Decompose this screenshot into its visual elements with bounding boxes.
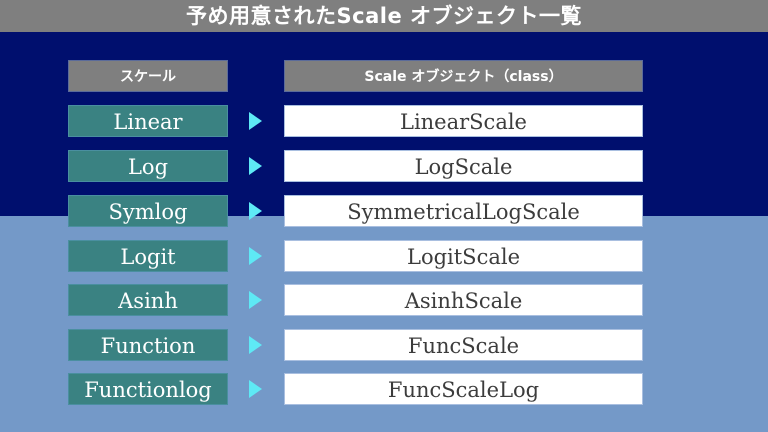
table-row: Log LogScale <box>0 150 768 182</box>
table-row: Asinh AsinhScale <box>0 284 768 316</box>
arrow-right-icon <box>249 112 262 130</box>
class-name: SymmetricalLogScale <box>284 195 643 227</box>
scale-name: Linear <box>68 105 228 137</box>
class-name: FuncScale <box>284 329 643 361</box>
class-name: LogScale <box>284 150 643 182</box>
class-name: LinearScale <box>284 105 643 137</box>
arrow-right-icon <box>249 380 262 398</box>
arrow-right-icon <box>249 336 262 354</box>
scale-name: Function <box>68 329 228 361</box>
arrow-right-icon <box>249 157 262 175</box>
table-row: Function FuncScale <box>0 329 768 361</box>
column-header-scale: スケール <box>68 60 228 92</box>
class-name: AsinhScale <box>284 284 643 316</box>
column-header-class: Scale オブジェクト（class） <box>284 60 643 92</box>
table-row: Functionlog FuncScaleLog <box>0 373 768 405</box>
scale-name: Functionlog <box>68 373 228 405</box>
table-row: Logit LogitScale <box>0 240 768 272</box>
table-row: Linear LinearScale <box>0 105 768 137</box>
arrow-right-icon <box>249 202 262 220</box>
scale-name: Logit <box>68 240 228 272</box>
arrow-right-icon <box>249 247 262 265</box>
scale-name: Asinh <box>68 284 228 316</box>
class-name: FuncScaleLog <box>284 373 643 405</box>
class-name: LogitScale <box>284 240 643 272</box>
scale-name: Log <box>68 150 228 182</box>
arrow-right-icon <box>249 291 262 309</box>
page-title: 予め用意されたScale オブジェクト一覧 <box>0 0 768 32</box>
scale-name: Symlog <box>68 195 228 227</box>
table-row: Symlog SymmetricalLogScale <box>0 195 768 227</box>
